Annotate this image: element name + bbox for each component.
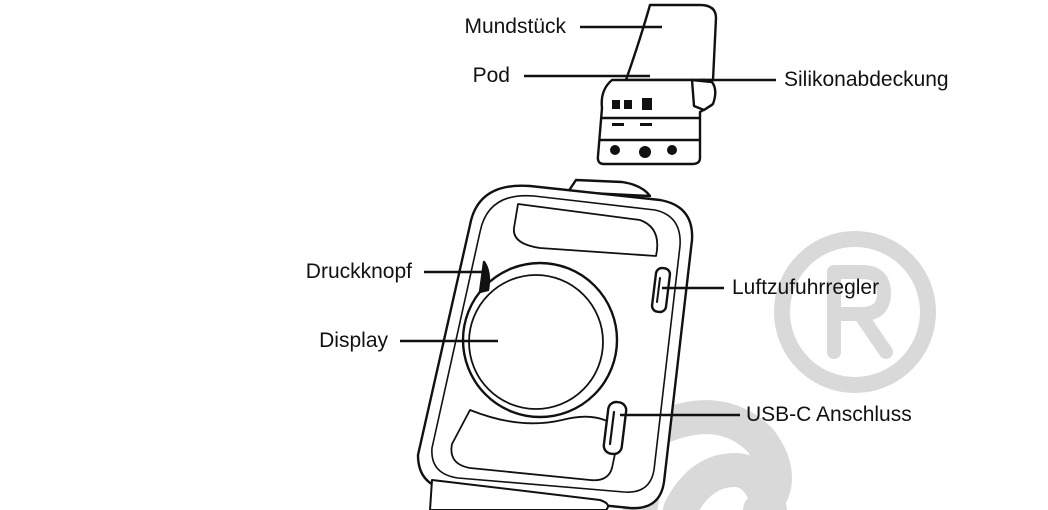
label-usb-port: USB-C Anschluss xyxy=(746,403,912,426)
push-button xyxy=(478,260,491,294)
pod-assembly xyxy=(596,3,718,166)
label-pod: Pod xyxy=(472,64,510,87)
label-airflow-control: Luftzufuhrregler xyxy=(732,276,880,299)
airflow-slot xyxy=(656,277,661,303)
registered-trademark-icon xyxy=(774,231,936,393)
label-mouthpiece: Mundstück xyxy=(464,15,566,38)
label-display: Display xyxy=(319,329,388,352)
pod-markings xyxy=(610,98,677,158)
silicone-cover xyxy=(690,78,717,112)
top-panel xyxy=(513,203,659,257)
usb-c-slot xyxy=(608,410,616,446)
label-push-button: Druckknopf xyxy=(305,260,412,283)
device-body xyxy=(416,178,694,510)
registered-letter-r xyxy=(827,265,893,359)
label-silicone-cover: Silikonabdeckung xyxy=(784,68,949,91)
mouthpiece xyxy=(624,3,718,82)
leader-lines xyxy=(400,25,776,417)
